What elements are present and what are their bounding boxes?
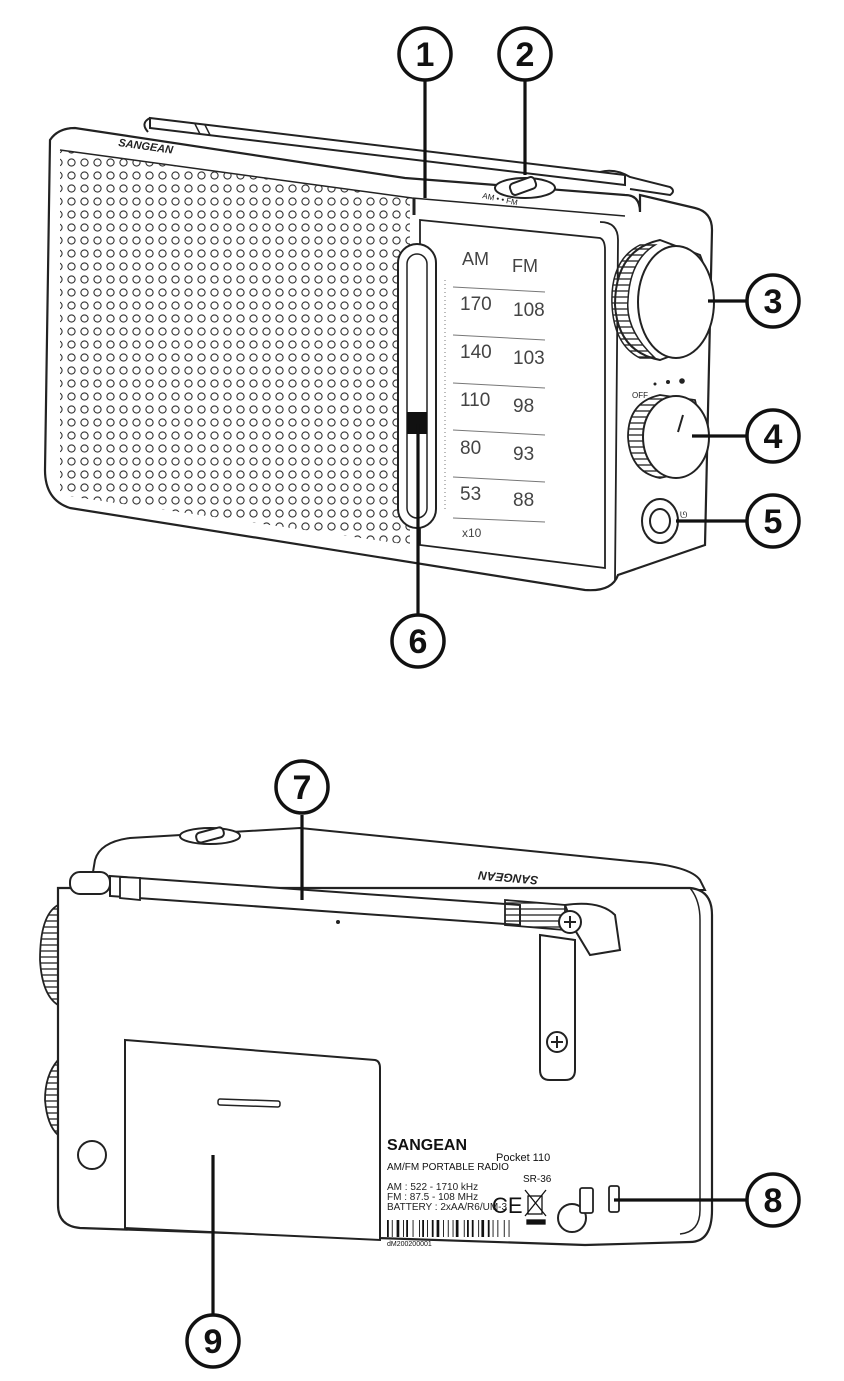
tuning-knob[interactable] — [611, 238, 715, 362]
svg-text:9: 9 — [204, 1323, 223, 1361]
dial-am-value: 170 — [460, 294, 492, 315]
barcode-bar — [427, 1220, 428, 1237]
back-hole-left — [77, 1140, 107, 1170]
svg-text:2: 2 — [516, 36, 535, 74]
label-model-name: Pocket 110 — [496, 1152, 550, 1164]
barcode-bar — [403, 1220, 404, 1237]
battery-cover[interactable] — [124, 1038, 381, 1242]
barcode-bar — [492, 1220, 494, 1237]
ce-mark: CE — [492, 1193, 523, 1218]
dial-am-value: 110 — [460, 390, 490, 411]
barcode-bar — [487, 1220, 490, 1237]
svg-text:1: 1 — [416, 36, 435, 74]
label-brand: SANGEAN — [387, 1137, 467, 1154]
weee-bin-icon — [524, 1189, 547, 1225]
barcode-bar — [443, 1220, 444, 1237]
back-hole-right — [557, 1203, 587, 1233]
barcode-bar — [387, 1220, 389, 1237]
callout-8: 8 — [745, 1172, 801, 1228]
barcode-bar — [481, 1220, 485, 1237]
label-product: AM/FM PORTABLE RADIO — [387, 1162, 509, 1173]
callout-1: 1 — [397, 26, 453, 82]
band-switch[interactable]: AM • • FM — [482, 176, 556, 208]
dial-scale-lines — [444, 280, 546, 523]
barcode-bar — [419, 1220, 420, 1237]
dial-fm-value: 103 — [513, 348, 545, 369]
callout-2: 2 — [497, 26, 553, 82]
svg-text:8: 8 — [764, 1182, 783, 1220]
antenna-bracket — [539, 933, 576, 1081]
label-spec-battery: BATTERY : 2xAA/R6/UM-3 — [387, 1202, 507, 1213]
back-view: SANGEAN — [39, 826, 714, 1248]
barcode-bar — [422, 1220, 424, 1237]
barcode-bar — [503, 1220, 505, 1237]
label-serial: dM200200001 — [387, 1241, 432, 1248]
barcode-bar — [455, 1220, 459, 1237]
svg-text:5: 5 — [764, 503, 783, 541]
svg-text:3: 3 — [764, 283, 783, 321]
label-spec-am: AM : 522 - 1710 kHz — [387, 1182, 478, 1193]
volume-off-label: OFF — [632, 391, 648, 400]
callout-9: 9 — [185, 1313, 241, 1369]
back-top-face — [88, 826, 707, 891]
speaker-grille — [60, 150, 410, 545]
barcode-bar — [478, 1220, 480, 1237]
tuning-pointer[interactable] — [407, 412, 427, 434]
dial-am-header: AM — [462, 249, 489, 269]
headphone-icon: ᘎ — [680, 510, 688, 520]
barcode-bar — [436, 1220, 440, 1237]
lanyard-holder — [579, 1187, 594, 1214]
barcode-bar — [497, 1220, 499, 1237]
callout-lines — [211, 80, 748, 1330]
barcode-bar — [431, 1220, 434, 1237]
svg-text:4: 4 — [764, 418, 783, 456]
label-spec-fm: FM : 87.5 - 108 MHz — [387, 1192, 478, 1203]
barcode-bar — [447, 1220, 449, 1237]
svg-text:7: 7 — [293, 769, 312, 807]
dial-fm-value: 108 — [513, 300, 545, 321]
callout-4: 4 — [745, 408, 801, 464]
tuning-dial-window: AM FM 170 140 110 80 53 108 103 98 93 88 x10 — [397, 219, 606, 570]
svg-text:6: 6 — [409, 623, 428, 661]
callout-6: 6 — [390, 613, 446, 669]
dial-fm-value: 98 — [513, 396, 534, 417]
barcode-bar — [452, 1220, 454, 1237]
dial-am-value: 53 — [460, 484, 481, 505]
telescopic-antenna[interactable] — [69, 871, 622, 957]
callout-5: 5 — [745, 493, 801, 549]
dial-multiplier: x10 — [462, 526, 482, 540]
barcode — [387, 1220, 510, 1237]
barcode-bar — [467, 1220, 469, 1237]
callout-3: 3 — [745, 273, 801, 329]
dial-fm-value: 93 — [513, 444, 534, 465]
barcode-bar — [396, 1220, 400, 1237]
dial-fm-header: FM — [512, 256, 538, 276]
barcode-bar — [391, 1220, 393, 1237]
dial-fm-value: 88 — [513, 490, 534, 511]
dial-am-value: 140 — [460, 342, 492, 363]
barcode-bar — [412, 1220, 414, 1237]
front-antenna — [143, 116, 674, 197]
barcode-bar — [508, 1220, 510, 1237]
volume-knob[interactable]: OFF — [627, 378, 710, 479]
dial-am-value: 80 — [460, 438, 481, 459]
rating-label: SANGEAN Pocket 110 AM/FM PORTABLE RADIO … — [387, 1137, 552, 1248]
label-model-code: SR-36 — [523, 1174, 552, 1185]
back-top-brand: SANGEAN — [477, 868, 538, 887]
front-view: SANGEAN AM • • FM — [43, 116, 715, 592]
headphone-jack[interactable]: ᘎ — [641, 498, 688, 544]
barcode-bar — [463, 1220, 465, 1237]
dial-values: 170 140 110 80 53 108 103 98 93 88 — [460, 294, 545, 511]
barcode-bar — [406, 1220, 408, 1237]
callout-7: 7 — [274, 759, 330, 815]
barcode-bar — [471, 1220, 474, 1237]
